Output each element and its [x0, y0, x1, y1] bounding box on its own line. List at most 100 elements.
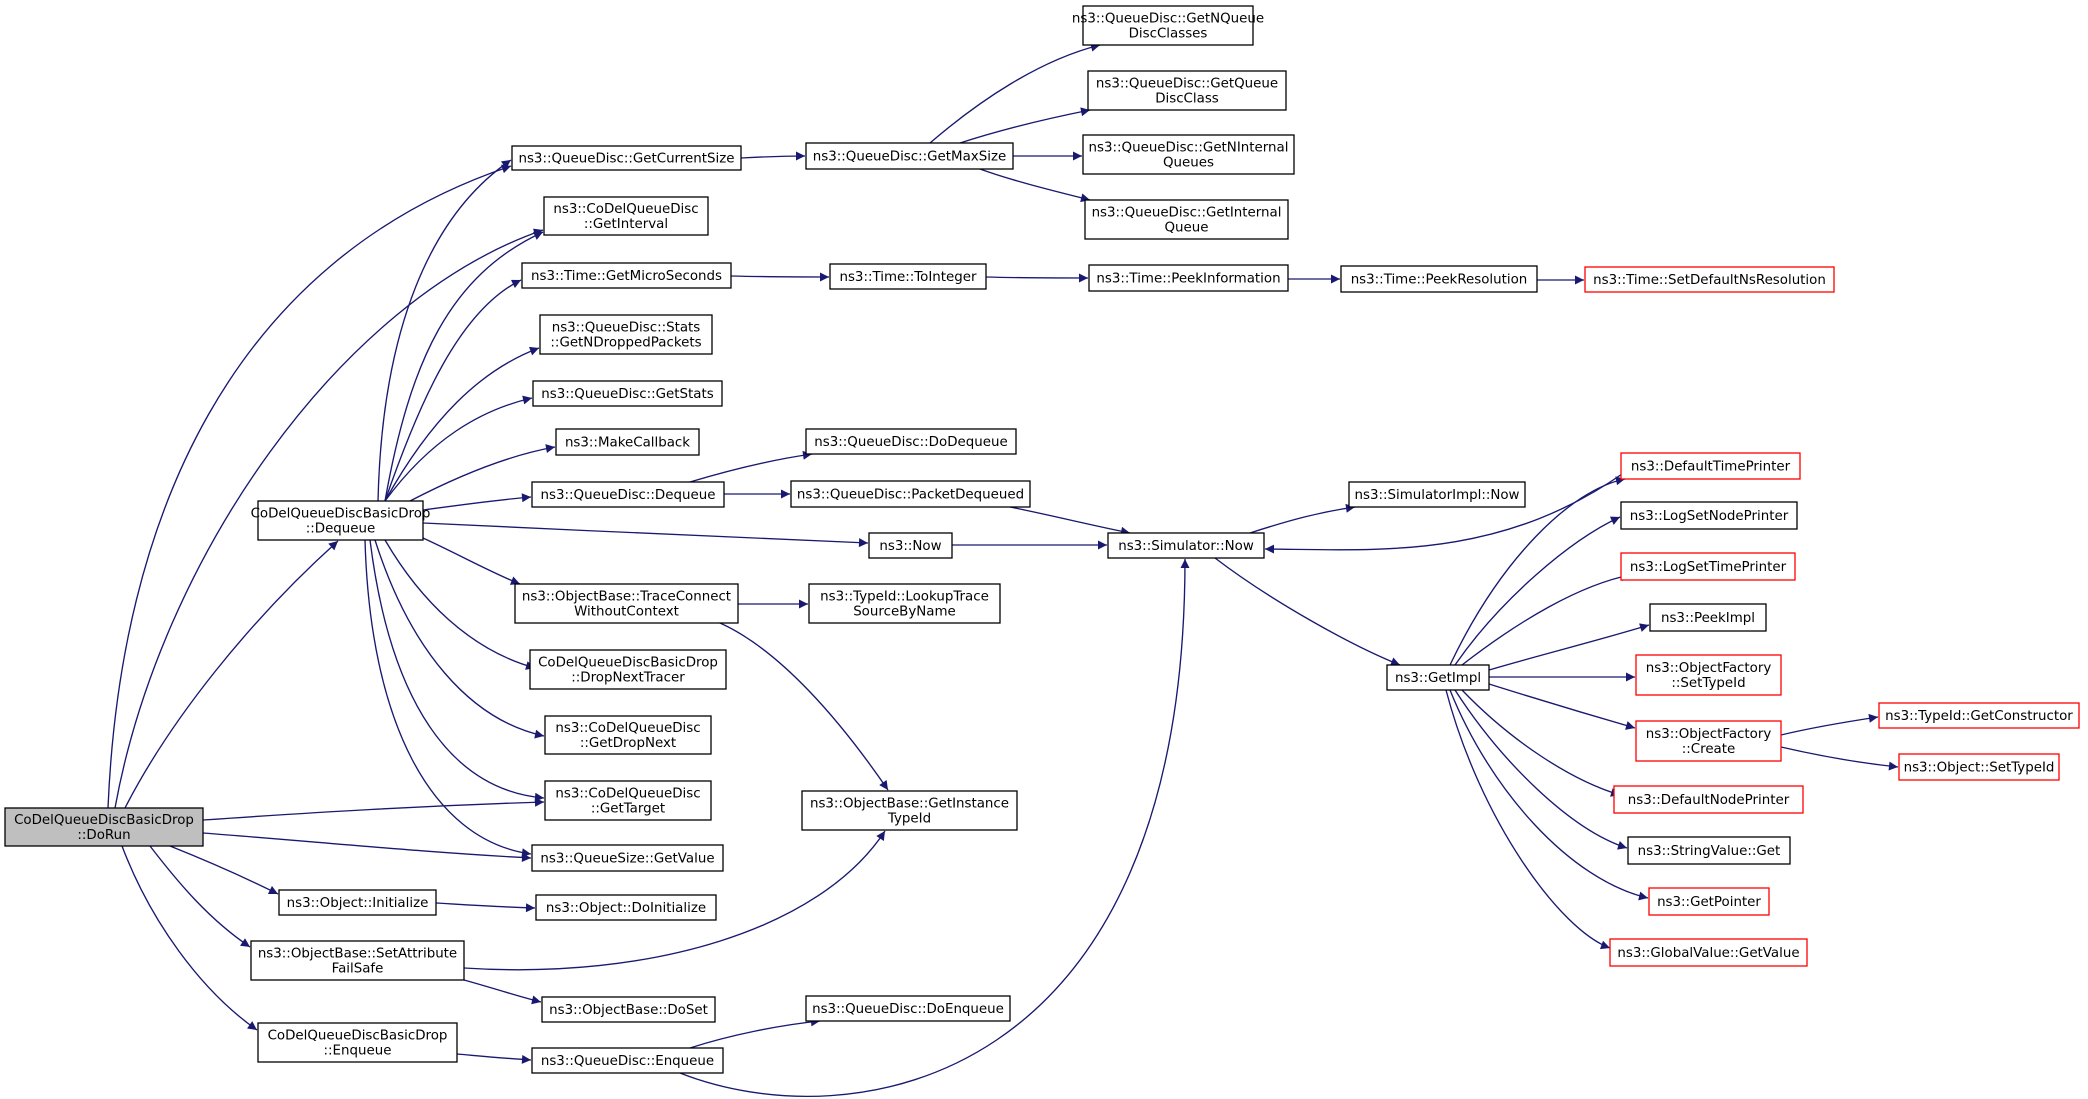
node-box[interactable]	[790, 480, 1031, 508]
node-doenqueue[interactable]: ns3::QueueDisc::DoEnqueue	[805, 995, 1011, 1022]
node-box[interactable]	[1620, 452, 1801, 480]
node-box[interactable]	[531, 1047, 724, 1074]
node-defaultnodeprinter[interactable]: ns3::DefaultNodePrinter	[1613, 785, 1804, 814]
node-logsetnodeprinter[interactable]: ns3::LogSetNodePrinter	[1620, 501, 1798, 530]
node-box[interactable]	[1084, 199, 1289, 240]
node-box[interactable]	[544, 780, 712, 821]
node-gettarget[interactable]: ns3::CoDelQueueDisc::GetTarget	[544, 780, 712, 821]
node-tointeger[interactable]: ns3::Time::ToInteger	[829, 263, 987, 290]
node-box[interactable]	[257, 1022, 458, 1063]
node-packetdequeued[interactable]: ns3::QueueDisc::PacketDequeued	[790, 480, 1031, 508]
node-box[interactable]	[1584, 266, 1835, 293]
node-makecallback[interactable]: ns3::MakeCallback	[555, 428, 700, 456]
node-getmicroseconds[interactable]: ns3::Time::GetMicroSeconds	[521, 262, 732, 289]
node-box[interactable]	[543, 196, 709, 236]
node-dodequeue[interactable]: ns3::QueueDisc::DoDequeue	[805, 428, 1017, 455]
node-peekres[interactable]: ns3::Time::PeekResolution	[1340, 265, 1538, 293]
node-qd_enqueue[interactable]: ns3::QueueDisc::Enqueue	[531, 1047, 724, 1074]
node-traceconnect[interactable]: ns3::ObjectBase::TraceConnectWithoutCont…	[514, 583, 739, 624]
node-getdropnext[interactable]: ns3::CoDelQueueDisc::GetDropNext	[544, 715, 712, 755]
node-sim_now[interactable]: ns3::Simulator::Now	[1107, 532, 1265, 559]
node-box[interactable]	[535, 894, 717, 921]
node-box[interactable]	[521, 262, 732, 289]
node-stringvalue_get[interactable]: ns3::StringValue::Get	[1627, 836, 1791, 865]
node-box[interactable]	[1635, 720, 1782, 762]
node-getmaxsize[interactable]: ns3::QueueDisc::GetMaxSize	[805, 142, 1014, 170]
node-box[interactable]	[1620, 501, 1798, 530]
node-box[interactable]	[1648, 887, 1770, 916]
node-box[interactable]	[511, 145, 742, 171]
node-of_create[interactable]: ns3::ObjectFactory::Create	[1635, 720, 1782, 762]
node-box[interactable]	[808, 583, 1001, 624]
node-qd_dequeue[interactable]: ns3::QueueDisc::Dequeue	[531, 481, 725, 508]
node-box[interactable]	[555, 428, 700, 456]
node-of_settypeid[interactable]: ns3::ObjectFactory::SetTypeId	[1635, 654, 1782, 696]
node-logsettimeprinter[interactable]: ns3::LogSetTimePrinter	[1620, 552, 1796, 581]
node-box[interactable]	[539, 314, 713, 355]
node-simimpl_now[interactable]: ns3::SimulatorImpl::Now	[1348, 481, 1526, 508]
node-dequeue[interactable]: CoDelQueueDiscBasicDrop::Dequeue	[251, 500, 431, 541]
node-setdefaultns[interactable]: ns3::Time::SetDefaultNsResolution	[1584, 266, 1835, 293]
node-box[interactable]	[1620, 552, 1796, 581]
node-getpointer[interactable]: ns3::GetPointer	[1648, 887, 1770, 916]
node-getimpl[interactable]: ns3::GetImpl	[1386, 664, 1490, 691]
node-enqueue[interactable]: CoDelQueueDiscBasicDrop::Enqueue	[257, 1022, 458, 1063]
node-box[interactable]	[1082, 134, 1295, 175]
node-box[interactable]	[805, 428, 1017, 455]
node-box[interactable]	[805, 142, 1014, 170]
node-globalvalue_get[interactable]: ns3::GlobalValue::GetValue	[1609, 938, 1808, 967]
node-peekimpl[interactable]: ns3::PeekImpl	[1649, 603, 1767, 632]
node-getinterval[interactable]: ns3::CoDelQueueDisc::GetInterval	[543, 196, 709, 236]
node-dropnexttracer[interactable]: CoDelQueueDiscBasicDrop::DropNextTracer	[529, 649, 727, 690]
node-box[interactable]	[1635, 654, 1782, 696]
node-box[interactable]	[1082, 5, 1254, 46]
node-box[interactable]	[514, 583, 739, 624]
node-box[interactable]	[529, 649, 727, 690]
node-getndropped[interactable]: ns3::QueueDisc::Stats::GetNDroppedPacket…	[539, 314, 713, 355]
node-box[interactable]	[829, 263, 987, 290]
node-box[interactable]	[532, 380, 723, 407]
node-box[interactable]	[1340, 265, 1538, 293]
node-getcurrentsize[interactable]: ns3::QueueDisc::GetCurrentSize	[511, 145, 742, 171]
node-box[interactable]	[257, 500, 424, 541]
node-box[interactable]	[1087, 70, 1287, 111]
node-box[interactable]	[801, 790, 1018, 831]
node-box[interactable]	[805, 995, 1011, 1022]
node-box[interactable]	[541, 996, 716, 1023]
node-box[interactable]	[1348, 481, 1526, 508]
node-obj_settypeid[interactable]: ns3::Object::SetTypeId	[1898, 753, 2060, 781]
node-box[interactable]	[1613, 785, 1804, 814]
node-box[interactable]	[1898, 753, 2060, 781]
node-qs_getvalue[interactable]: ns3::QueueSize::GetValue	[531, 844, 724, 872]
node-box[interactable]	[531, 481, 725, 508]
node-box[interactable]	[1878, 702, 2080, 729]
node-box[interactable]	[1386, 664, 1490, 691]
node-obj_initialize[interactable]: ns3::Object::Initialize	[278, 889, 437, 916]
node-box[interactable]	[1088, 264, 1289, 292]
node-box[interactable]	[1107, 532, 1265, 559]
node-defaulttimeprinter[interactable]: ns3::DefaultTimePrinter	[1620, 452, 1801, 480]
node-box[interactable]	[544, 715, 712, 755]
node-box[interactable]	[250, 940, 465, 981]
node-box[interactable]	[1609, 938, 1808, 967]
node-dorun[interactable]: CoDelQueueDiscBasicDrop::DoRun	[4, 807, 204, 847]
node-box[interactable]	[278, 889, 437, 916]
node-box[interactable]	[531, 844, 724, 872]
node-doinitialize[interactable]: ns3::Object::DoInitialize	[535, 894, 717, 921]
node-box[interactable]	[868, 532, 953, 559]
node-box[interactable]	[1627, 836, 1791, 865]
node-now[interactable]: ns3::Now	[868, 532, 953, 559]
node-peekinfo[interactable]: ns3::Time::PeekInformation	[1088, 264, 1289, 292]
node-box[interactable]	[1649, 603, 1767, 632]
node-getstats[interactable]: ns3::QueueDisc::GetStats	[532, 380, 723, 407]
node-box[interactable]	[4, 807, 204, 847]
node-getconstructor[interactable]: ns3::TypeId::GetConstructor	[1878, 702, 2080, 729]
node-doset[interactable]: ns3::ObjectBase::DoSet	[541, 996, 716, 1023]
